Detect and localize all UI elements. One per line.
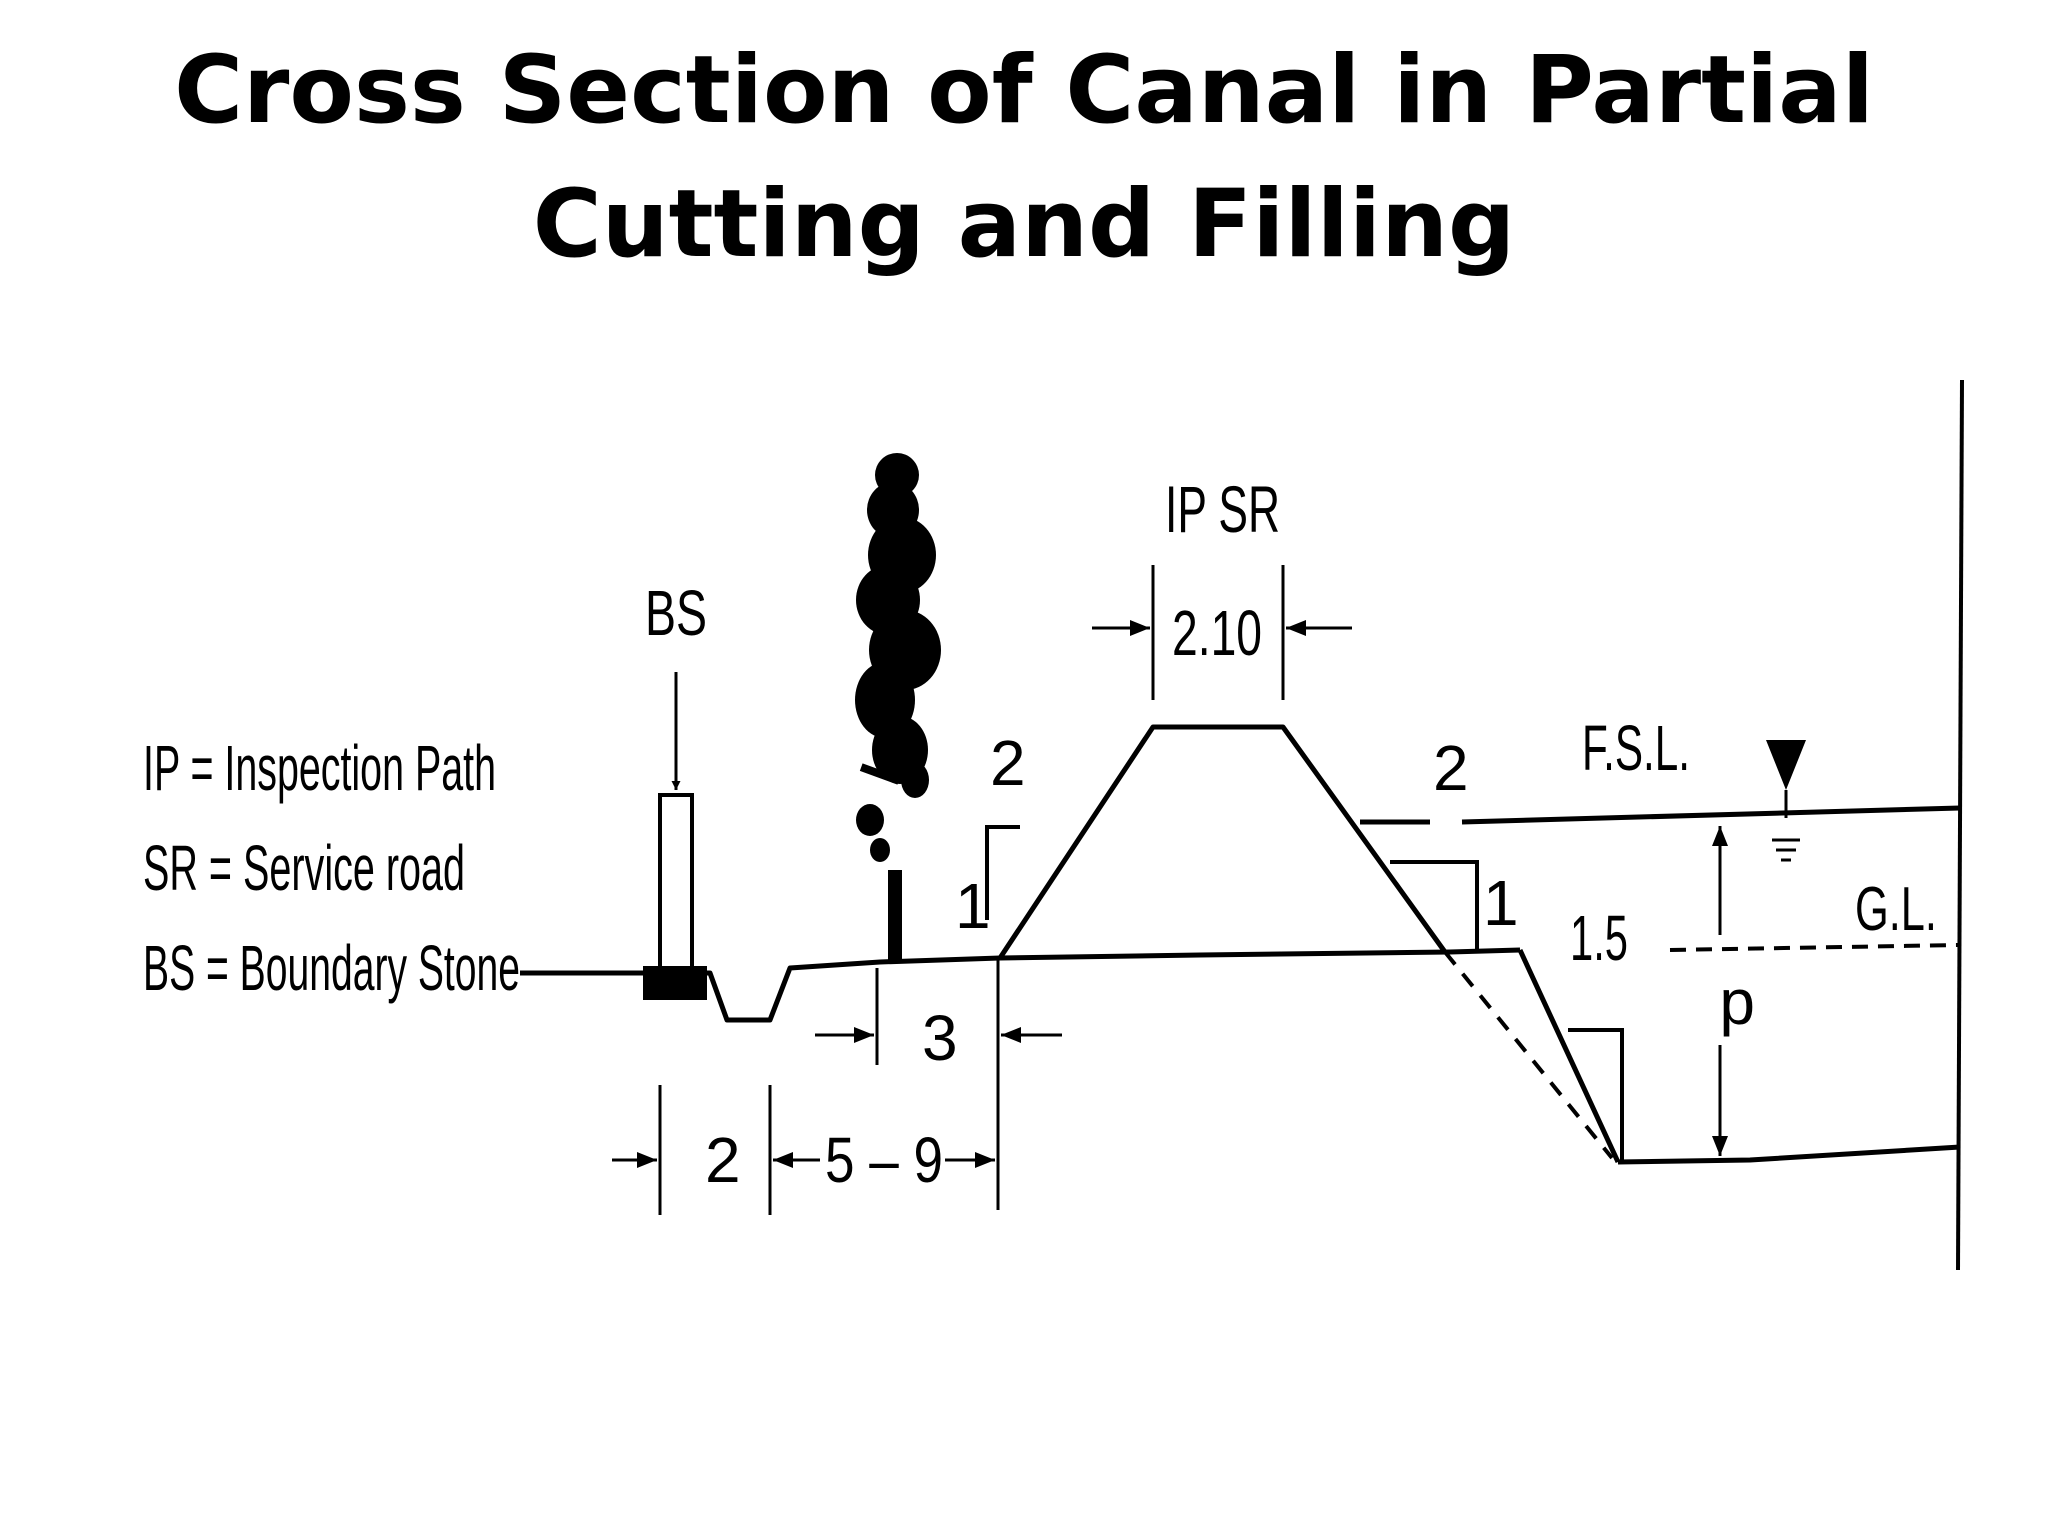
legend-sr: SR = Service road	[143, 832, 465, 904]
diagram-labels: BS IP SR 2.10 2 1 2 1 1.5 F.S.L. G.L. d …	[645, 472, 1937, 1196]
boundary-stone-base	[643, 966, 707, 1000]
slope-steps	[1390, 860, 1959, 1160]
cutting-side-slope	[1517, 948, 1621, 1164]
label-gl: G.L.	[1855, 875, 1937, 944]
label-ip-sr: IP SR	[1165, 472, 1280, 546]
label-depth: d	[1719, 976, 1755, 1048]
boundary-stone-upper	[658, 793, 694, 970]
water-surface-main	[1461, 805, 1961, 825]
label-bs: BS	[645, 577, 707, 649]
step-lower	[1568, 1028, 1624, 1160]
dashed-original-slope	[1443, 950, 1614, 1160]
fsl-water-symbol	[1766, 740, 1806, 862]
page-title: Cross Section of Canal in Partial Cuttin…	[0, 24, 2048, 292]
title-line-1: Cross Section of Canal in Partial	[174, 36, 1874, 145]
step-upper	[1390, 860, 1479, 952]
label-side-slope-h: 1.5	[1570, 902, 1628, 974]
label-berm-width: 3	[922, 1002, 958, 1074]
ground-line-main	[999, 947, 1521, 961]
slope-indicator-inner	[985, 825, 1020, 920]
right-edge	[1956, 379, 1964, 1271]
tree-icon	[855, 453, 941, 962]
label-outer-slope-h: 2	[1433, 732, 1469, 804]
label-top-width: 2.10	[1172, 597, 1262, 669]
label-fsl: F.S.L.	[1582, 712, 1690, 784]
canal-bed	[1617, 1144, 1961, 1165]
ground-level-dashed	[1669, 943, 1959, 952]
boundary-stone	[643, 672, 707, 1000]
legend: IP = Inspection Path SR = Service road B…	[143, 732, 520, 1004]
title-line-2: Cutting and Filling	[532, 170, 1516, 279]
label-bs-width: 2	[705, 1124, 741, 1196]
legend-bs: BS = Boundary Stone	[143, 932, 520, 1004]
label-range-width: 5 – 9	[825, 1124, 943, 1196]
dimension-lines	[612, 565, 1728, 1215]
label-outer-slope-v: 1	[1483, 867, 1519, 939]
legend-ip: IP = Inspection Path	[143, 732, 496, 804]
label-inner-slope-h: 2	[990, 727, 1026, 799]
label-inner-slope-v: 1	[955, 870, 991, 942]
embankment-outline	[997, 724, 1448, 960]
